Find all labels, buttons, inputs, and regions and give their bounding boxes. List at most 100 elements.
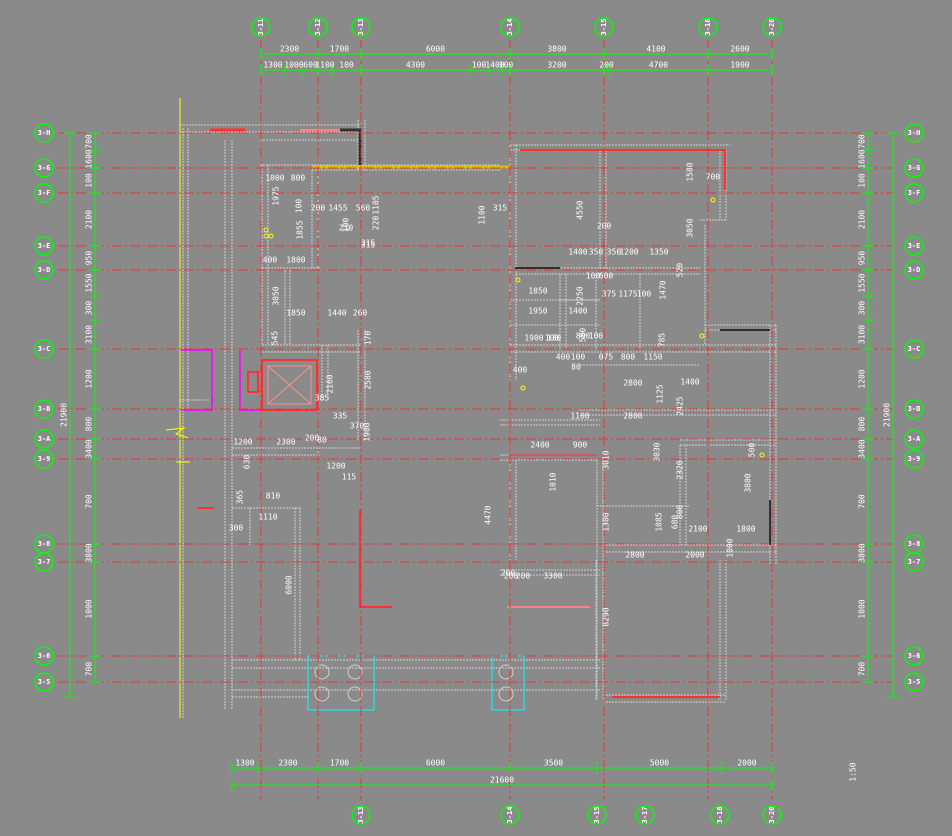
interior-dim-label: 200: [501, 569, 516, 578]
right-axis-bubble-label: 3-H: [908, 129, 921, 137]
right-dim-label: 3400: [858, 439, 867, 458]
left-axis-bubble: 3-8: [34, 534, 54, 554]
right-axis-bubble: 3-8: [904, 534, 924, 554]
top-dim-2-label: 1000: [284, 61, 303, 70]
top-dim-1-label: 1700: [330, 45, 349, 54]
interior-dim-label: 1440: [327, 309, 346, 318]
interior-dim-label: 1125: [656, 384, 665, 403]
right-axis-bubble-label: 3-G: [908, 164, 921, 172]
right-axis-bubble: 3-7: [904, 552, 924, 572]
top-axis-bubble-circle: [594, 17, 614, 37]
interior-dim-label: 1800: [736, 525, 755, 534]
interior-dim-label: 1900: [363, 422, 372, 441]
interior-dim-label: 80: [571, 363, 581, 372]
top-dim-1-label: 4100: [646, 45, 665, 54]
left-axis-bubble: 3-C: [34, 339, 54, 359]
left-axis-bubble: 3-9: [34, 449, 54, 469]
right-axis-bubble-label: 3-9: [908, 455, 921, 463]
left-axis-bubble: 3-A: [34, 429, 54, 449]
right-axis-bubble: 3-E: [904, 236, 924, 256]
interior-dim-label: 260: [353, 309, 368, 318]
right-axis-bubble: 3-D: [904, 260, 924, 280]
bottom-axis-bubble-label: 3-14: [506, 807, 514, 824]
top-axis-bubble-circle: [308, 17, 328, 37]
interior-dim-label: 1200: [619, 248, 638, 257]
interior-dim-label: 800: [676, 505, 685, 520]
bottom-axis-bubble-label: 3-18: [716, 807, 724, 824]
left-dim-label: 950: [85, 251, 94, 266]
interior-dim-label: 2300: [276, 438, 295, 447]
interior-dim-label: 315: [361, 239, 376, 248]
right-dim-label: 700: [858, 662, 867, 677]
left-axis-bubble-label: 3-7: [38, 558, 51, 566]
right-dimension-chain: 7001600100210095015503003100120080034007…: [858, 132, 899, 698]
bottom-axis-bubble-label: 3-17: [641, 807, 649, 824]
right-axis-bubble-label: 3-7: [908, 558, 921, 566]
interior-dim-label: 400: [513, 366, 528, 375]
right-dim-label: 1550: [858, 273, 867, 292]
interior-dim-label: 1800: [286, 256, 305, 265]
right-axis-bubble-circle: [904, 449, 924, 469]
left-axis-bubble: 3-G: [34, 158, 54, 178]
right-dim-label: 3800: [858, 543, 867, 562]
left-axis-bubble-circle: [34, 646, 54, 666]
interior-dim-label: 075: [599, 353, 614, 362]
interior-dim-label: 2100: [688, 525, 707, 534]
interior-dim-label: 1850: [528, 287, 547, 296]
right-axis-bubble: 3-B: [904, 399, 924, 419]
left-axis-bubble: 3-5: [34, 672, 54, 692]
top-dim-2-label: 1100: [315, 61, 334, 70]
right-axis-bubble: 3-5: [904, 672, 924, 692]
interior-dim-label: 630: [243, 455, 252, 470]
top-axis-bubble-label: 3-14: [506, 19, 514, 36]
top-dim-2-label: 200: [599, 61, 614, 70]
interior-dim-label: 350: [589, 248, 604, 257]
interior-dim-label: 1455: [328, 204, 347, 213]
top-axis-bubble-circle: [500, 17, 520, 37]
interior-dim-label: 1110: [258, 513, 277, 522]
bottom-dim-1-label: 2000: [737, 759, 756, 768]
left-axis-bubble-circle: [34, 672, 54, 692]
interior-dim-label: 1580: [686, 162, 695, 181]
interior-dim-label: 560: [356, 204, 371, 213]
left-dim-label: 300: [85, 301, 94, 316]
interior-dim-label: 680: [671, 515, 680, 530]
bottom-axis-bubble: 3-17: [635, 805, 655, 825]
interior-dim-label: 2000: [685, 551, 704, 560]
column-mark: [263, 227, 269, 233]
right-axis-bubble: 3-C: [904, 339, 924, 359]
interior-dim-label: 1105: [372, 195, 381, 214]
left-axis-bubble-label: 3-6: [38, 652, 51, 660]
right-axis-bubble-circle: [904, 672, 924, 692]
interior-dim-label: 1400: [568, 248, 587, 257]
column-mark: [515, 277, 521, 283]
interior-dim-label: 200: [597, 222, 612, 231]
interior-dim-label: 500: [748, 443, 757, 458]
right-dim-total-label: 21900: [883, 403, 892, 427]
fan-unit: [498, 686, 514, 702]
left-axis-bubble-label: 3-D: [38, 266, 51, 274]
left-axis-bubble-circle: [34, 552, 54, 572]
top-axis-bubble-label: 3-16: [704, 19, 712, 36]
column-mark: [268, 233, 274, 239]
fan-unit: [347, 664, 363, 680]
right-axis-bubble: 3-G: [904, 158, 924, 178]
interior-dim-label: 100: [637, 290, 652, 299]
interior-dim-label: 2160: [326, 374, 335, 393]
interior-dim-label: 1470: [659, 280, 668, 299]
left-dimension-chain: 7001600100210095015503003100120080034007…: [60, 132, 101, 698]
axis-grid: [58, 40, 893, 800]
left-dim-label: 3400: [85, 439, 94, 458]
left-dim-label: 700: [85, 662, 94, 677]
left-axis-bubble: 3-B: [34, 399, 54, 419]
right-dim-label: 950: [858, 251, 867, 266]
bottom-axis-bubble: 3-15: [587, 805, 607, 825]
left-axis-bubble-label: 3-5: [38, 678, 51, 686]
interior-dim-label: 400: [263, 256, 278, 265]
interior-dim-label: 100: [545, 334, 560, 343]
elevator-cross: [267, 365, 312, 405]
left-axis-bubble: 3-7: [34, 552, 54, 572]
left-axis-bubble-label: 3-H: [38, 129, 51, 137]
left-axis-bubble: 3-F: [34, 183, 54, 203]
